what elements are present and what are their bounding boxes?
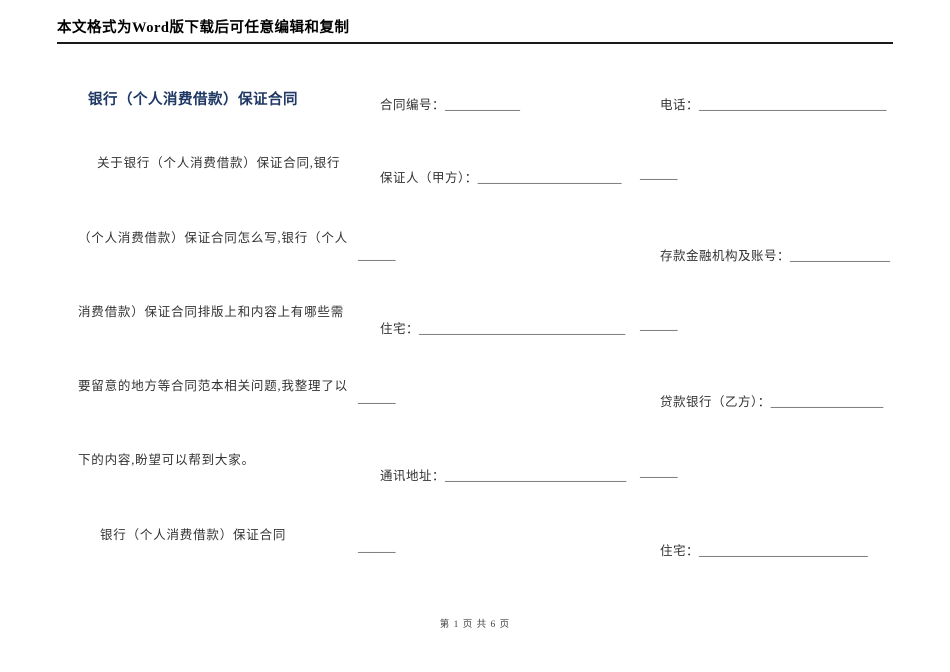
field-deposit-account: 存款金融机构及账号：________________ bbox=[660, 245, 890, 264]
blank-line: ____________ bbox=[445, 98, 521, 112]
field-label: 通讯地址： bbox=[380, 469, 446, 483]
blank-line: _____________________________ bbox=[445, 469, 627, 483]
field-lending-bank: 贷款银行（乙方）：__________________ bbox=[660, 391, 883, 410]
blank-line-continuation: ______ bbox=[640, 318, 678, 332]
blank-line: ___________________________ bbox=[699, 544, 868, 558]
header-divider bbox=[57, 42, 893, 44]
field-mailing-address: 通讯地址：_____________________________ bbox=[380, 465, 626, 484]
document-title: 银行（个人消费借款）保证合同 bbox=[88, 92, 298, 108]
subtitle-line: 银行（个人消费借款）保证合同 bbox=[100, 528, 287, 542]
intro-paragraph-line: 下的内容,盼望可以帮到大家。 bbox=[78, 453, 255, 467]
page-number-indicator: 第 1 页 共 6 页 bbox=[439, 620, 511, 630]
intro-paragraph-line: 关于银行（个人消费借款）保证合同,银行 bbox=[97, 156, 341, 170]
field-label: 电话： bbox=[660, 98, 700, 112]
field-label: 住宅： bbox=[660, 544, 700, 558]
intro-paragraph-line: （个人消费借款）保证合同怎么写,银行（个人 bbox=[78, 231, 348, 245]
blank-line-wrap: ______ bbox=[358, 391, 396, 405]
blank-line-wrap: ______ bbox=[358, 248, 396, 262]
field-residence-a: 住宅：_________________________________ bbox=[380, 318, 625, 337]
intro-paragraph-line: 要留意的地方等合同范本相关问题,我整理了以 bbox=[78, 379, 348, 393]
blank-line: ________________ bbox=[790, 249, 891, 263]
intro-paragraph-line: 消费借款）保证合同排版上和内容上有哪些需 bbox=[78, 305, 345, 319]
blank-line: _________________________________ bbox=[419, 322, 626, 336]
field-residence-b: 住宅：___________________________ bbox=[660, 540, 868, 559]
blank-line-continuation: ______ bbox=[640, 167, 678, 181]
header-notice: 本文格式为Word版下载后可任意编辑和复制 bbox=[57, 20, 350, 36]
field-contract-number: 合同编号：____________ bbox=[380, 94, 520, 113]
field-guarantor: 保证人（甲方）：_______________________ bbox=[380, 167, 622, 186]
blank-line: __________________ bbox=[770, 395, 884, 409]
blank-line-continuation: ______ bbox=[640, 465, 678, 479]
blank-line: _______________________ bbox=[477, 171, 622, 185]
field-phone: 电话：______________________________ bbox=[660, 94, 887, 113]
blank-line-wrap: ______ bbox=[358, 540, 396, 554]
field-label: 保证人（甲方）： bbox=[380, 171, 478, 185]
field-label: 贷款银行（乙方）： bbox=[660, 395, 771, 409]
blank-line: ______________________________ bbox=[699, 98, 887, 112]
field-label: 住宅： bbox=[380, 322, 420, 336]
field-label: 存款金融机构及账号： bbox=[660, 249, 791, 263]
field-label: 合同编号： bbox=[380, 98, 446, 112]
